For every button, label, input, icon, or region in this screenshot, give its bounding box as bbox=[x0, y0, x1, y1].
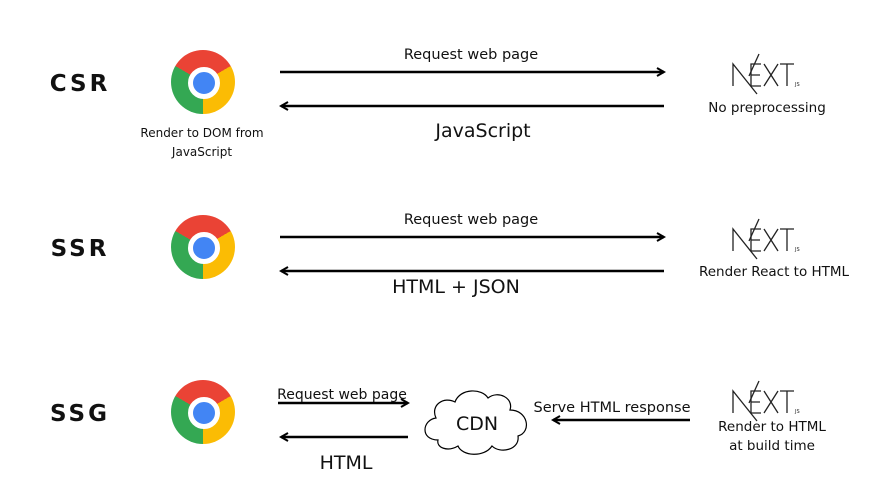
ssr-server-caption: Render React to HTML bbox=[698, 264, 850, 280]
mode-label-ssr: SSR bbox=[50, 236, 110, 262]
cdn-label: CDN bbox=[455, 413, 499, 435]
svg-text:JS: JS bbox=[794, 247, 800, 253]
caption-line: Render to DOM from bbox=[140, 126, 264, 140]
mode-label-ssg: SSG bbox=[50, 401, 110, 427]
nextjs-logo: JS bbox=[732, 53, 800, 95]
chrome-icon bbox=[171, 380, 235, 444]
caption-line: Render to HTML bbox=[718, 419, 826, 435]
csr-response-label: JavaScript bbox=[435, 120, 531, 142]
csr-client-caption: Render to DOM from JavaScript bbox=[140, 124, 263, 162]
svg-text:JS: JS bbox=[794, 82, 800, 88]
mode-label-csr: CSR bbox=[49, 71, 111, 97]
svg-text:JS: JS bbox=[794, 409, 800, 415]
csr-server-caption: No preprocessing bbox=[708, 100, 826, 116]
chrome-icon bbox=[171, 215, 235, 279]
nextjs-logo: JS bbox=[732, 218, 800, 260]
ssg-response-label: HTML bbox=[319, 452, 373, 474]
csr-request-label: Request web page bbox=[403, 47, 539, 63]
caption-line: at build time bbox=[729, 438, 815, 454]
ssg-serve-label: Serve HTML response bbox=[533, 400, 691, 416]
ssg-server-caption: Render to HTML at build time bbox=[718, 418, 826, 456]
nextjs-logo: JS bbox=[732, 380, 800, 422]
cdn-cloud-icon bbox=[424, 390, 527, 455]
ssr-request-label: Request web page bbox=[403, 212, 539, 228]
ssr-response-label: HTML + JSON bbox=[392, 276, 520, 298]
chrome-icon bbox=[171, 50, 235, 114]
caption-line: JavaScript bbox=[171, 145, 233, 159]
ssg-request-label: Request web page bbox=[277, 387, 407, 403]
